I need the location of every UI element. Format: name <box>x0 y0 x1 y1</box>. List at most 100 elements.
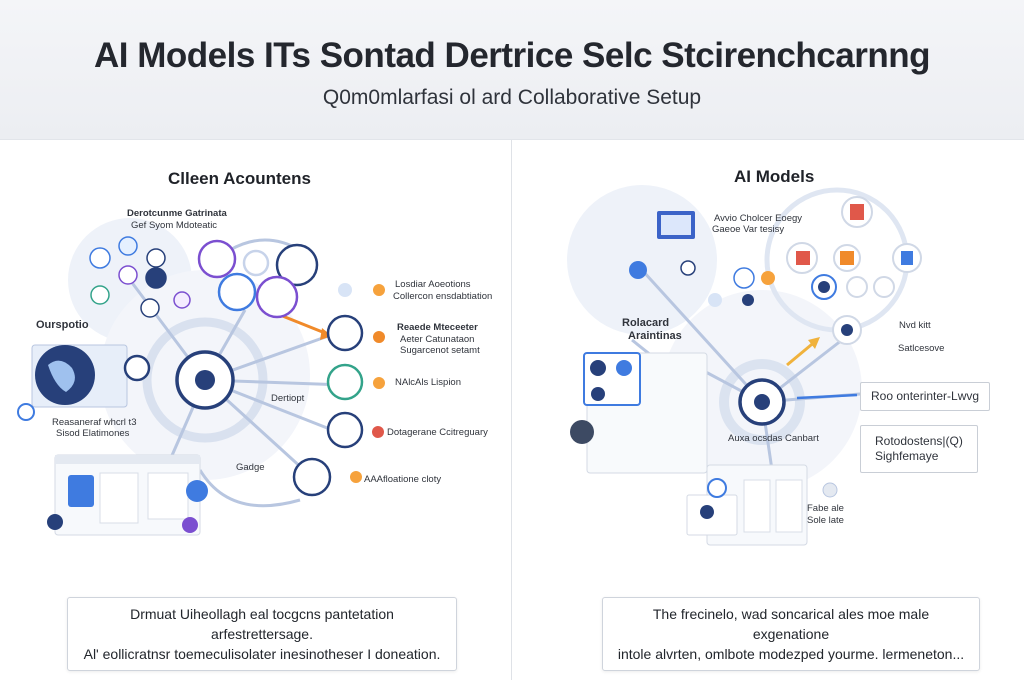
diagram-heading: Ourspotio <box>36 319 89 331</box>
node-icon <box>90 285 110 305</box>
diagram-label: Collercon ensdabtiation <box>393 291 493 302</box>
app-panel <box>68 475 94 507</box>
book-icon <box>901 251 913 265</box>
caption-line: The frecinelo, wad soncarical ales moe m… <box>652 606 930 642</box>
node-icon <box>146 248 166 268</box>
column-node <box>326 314 364 352</box>
hub-core <box>195 370 215 390</box>
connector <box>198 469 301 508</box>
diagram-label: Sisod Elatimones <box>56 428 130 439</box>
cloud-icon <box>629 261 647 279</box>
label-tag: Rotodostens|(Q) Sighfemaye <box>860 425 978 473</box>
user-icon <box>182 517 198 533</box>
node-icon <box>140 298 160 318</box>
ring-node <box>846 276 868 298</box>
node-icon <box>761 271 775 285</box>
bg-ring <box>719 359 805 445</box>
diagram-label: Reasaneraf whcrl t3 <box>52 417 137 428</box>
ring-node <box>873 276 895 298</box>
right-panel: AI Models Avvio Cholcer Eoegy Gaeoe Var … <box>512 140 1024 680</box>
page-title: AI Models ITs Sontad Dertrice Selc Stcir… <box>94 36 930 75</box>
ring-node <box>275 243 319 287</box>
diagram-heading: Rolacard <box>622 317 670 329</box>
diagram-label: Dotagerane Ccitreguary <box>387 427 488 438</box>
diagram-label: Nvd kitt <box>899 320 931 331</box>
diagram-heading: Araintinas <box>628 330 682 342</box>
small-icon <box>373 331 385 343</box>
header-banner <box>0 0 1024 140</box>
diagram-label: Gaeoe Var tesisy <box>712 224 785 235</box>
left-panel: Clleen Acountens Derotcunme Gatrinata Ge… <box>0 140 511 680</box>
diagram-label: Reaede Mteceeter <box>397 322 478 333</box>
cloud-icon <box>186 480 208 502</box>
node-icon <box>708 293 722 307</box>
label-tag: Roo onterinter-Lwvg <box>860 382 991 411</box>
user-icon <box>47 514 63 530</box>
hub-core <box>754 394 770 410</box>
tag-text: Roo onterinter-Lwvg <box>871 389 980 403</box>
column-node <box>326 411 364 449</box>
user-icon <box>590 360 606 376</box>
node-icon <box>680 260 696 276</box>
monitor-screen <box>661 215 691 235</box>
orange-arrowhead <box>808 337 820 349</box>
right-caption-box: The frecinelo, wad soncarical ales moe m… <box>602 597 980 671</box>
caption-line: intole alvrten, omlbote modezped yourme.… <box>617 646 965 662</box>
small-icon <box>372 426 384 438</box>
book-icon <box>840 251 854 265</box>
book-icon <box>850 204 864 220</box>
diagram-label: Sugarcenot setamt <box>400 345 480 356</box>
diagram-label: NAlcAls Lispion <box>395 377 461 388</box>
small-icons <box>338 283 385 483</box>
tag-text: Rotodostens|(Q) <box>875 434 963 448</box>
node-icon <box>173 291 191 309</box>
panel-divider <box>511 140 512 680</box>
app-panel <box>99 472 139 524</box>
user-icon <box>616 360 632 376</box>
left-caption-box: Drmuat Uiheollagh eal tocgcns pantetatio… <box>67 597 457 671</box>
cloud-icon <box>822 482 838 498</box>
ring-node <box>217 272 257 312</box>
globe-side-node <box>17 403 35 421</box>
diagram-label: Avvio Cholcer Eoegy <box>714 213 803 224</box>
app-panel <box>743 479 771 533</box>
small-icon <box>373 284 385 296</box>
globe-land <box>48 360 75 392</box>
diagram-label: Fabe ale <box>807 503 844 514</box>
left-diagram <box>17 218 385 536</box>
node-icon <box>707 478 727 498</box>
user-icon <box>818 281 830 293</box>
diagram-label: Auxa ocsdas Canbart <box>728 433 819 444</box>
diagram-label: Derotcunme Gatrinata <box>127 208 227 219</box>
blue-arrow <box>796 393 858 400</box>
node-icon <box>118 265 138 285</box>
diagram-label: Gef Syom Mdoteatic <box>131 220 218 231</box>
column-node <box>326 363 364 401</box>
ring-node <box>242 249 270 277</box>
right-panel-title: AI Models <box>734 167 815 186</box>
bg-blob <box>567 185 717 335</box>
page-subtitle: Q0m0mlarfasi ol ard Collaborative Setup <box>322 86 702 109</box>
connector <box>640 268 764 404</box>
diagram-label: Losdiar Aoeotions <box>395 279 471 290</box>
caption-line: Drmuat Uiheollagh eal tocgcns pantetatio… <box>130 606 394 642</box>
small-icon <box>350 471 362 483</box>
book-icon <box>796 251 810 265</box>
right-diagram <box>567 185 922 546</box>
ring-cluster <box>197 239 319 319</box>
app-panel <box>147 472 189 520</box>
node-icon <box>145 267 167 289</box>
node-icon <box>118 236 138 256</box>
diagram-label: Gadge <box>236 462 265 473</box>
column-node <box>292 457 332 497</box>
icon-cluster-top <box>89 236 191 318</box>
app-window-bar <box>55 455 200 464</box>
small-icon <box>373 377 385 389</box>
user-icon <box>700 505 714 519</box>
diagram-label: AAAfloatione cloty <box>364 474 442 485</box>
small-icon <box>338 283 352 297</box>
user-icon <box>591 387 605 401</box>
node-icon <box>89 247 111 269</box>
bg-ring <box>142 317 268 443</box>
